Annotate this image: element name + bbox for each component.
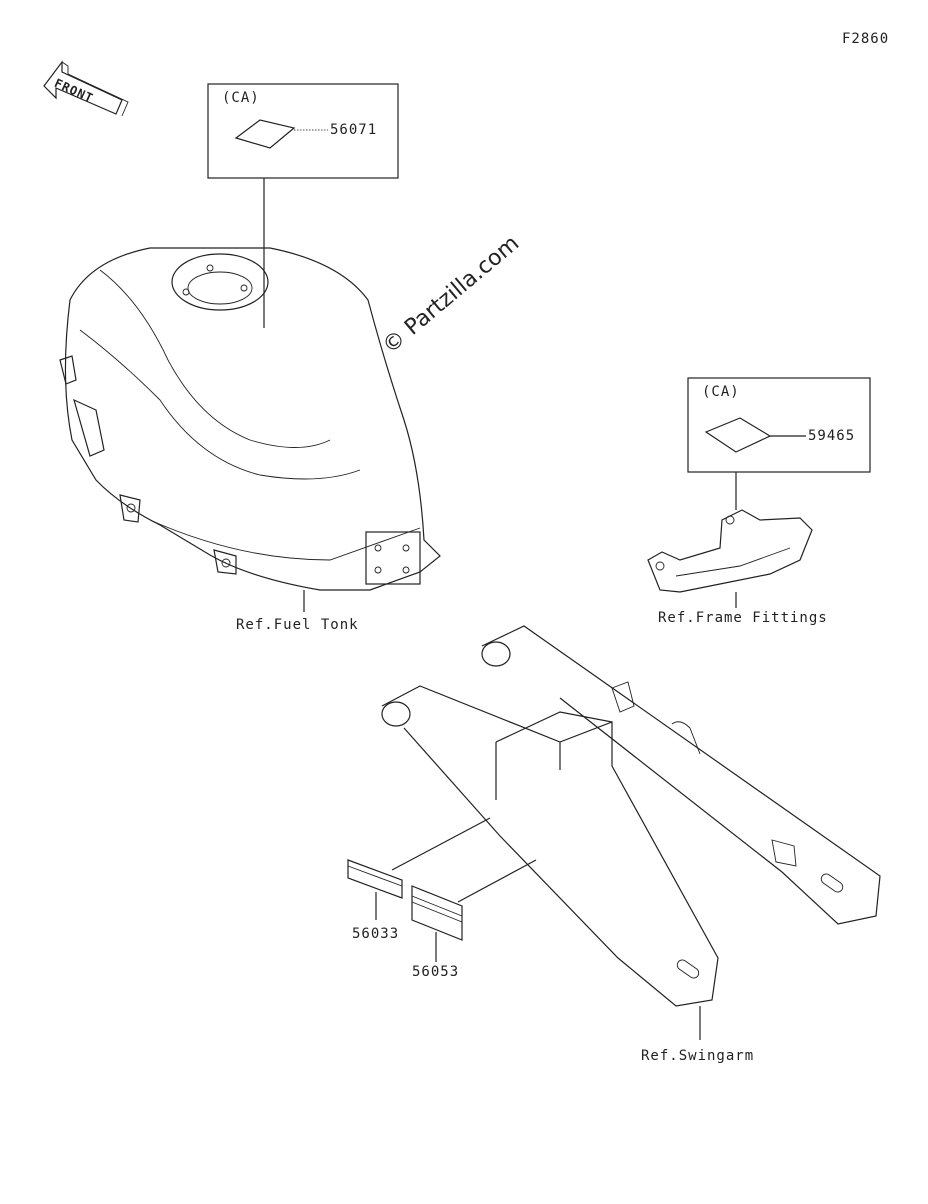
- decal-56033-icon: [347, 817, 491, 920]
- decal-56053-icon: [411, 859, 537, 962]
- ref-frame-fittings: Ref.Frame Fittings: [658, 610, 828, 626]
- frame-fittings-drawing: [647, 509, 813, 608]
- decal-56071-icon: [234, 119, 328, 149]
- decal-59465-icon: [704, 417, 806, 453]
- ref-fuel-tank: Ref.Fuel Tonk: [236, 617, 359, 633]
- tank-region-label: (CA): [222, 90, 260, 106]
- front-arrow-icon: [43, 60, 129, 117]
- frame-region-label: (CA): [702, 384, 740, 400]
- ref-swingarm: Ref.Swingarm: [641, 1048, 755, 1064]
- part-number-56053: 56053: [412, 964, 460, 980]
- part-number-56071: 56071: [330, 122, 378, 138]
- fuel-tank-drawing: [59, 247, 441, 612]
- swingarm-drawing: [381, 625, 881, 1040]
- frame-callout-box: [687, 377, 871, 473]
- tank-callout-box: [207, 83, 399, 179]
- part-number-56033: 56033: [352, 926, 400, 942]
- figure-code: F2860: [842, 31, 890, 47]
- part-number-59465: 59465: [808, 428, 856, 444]
